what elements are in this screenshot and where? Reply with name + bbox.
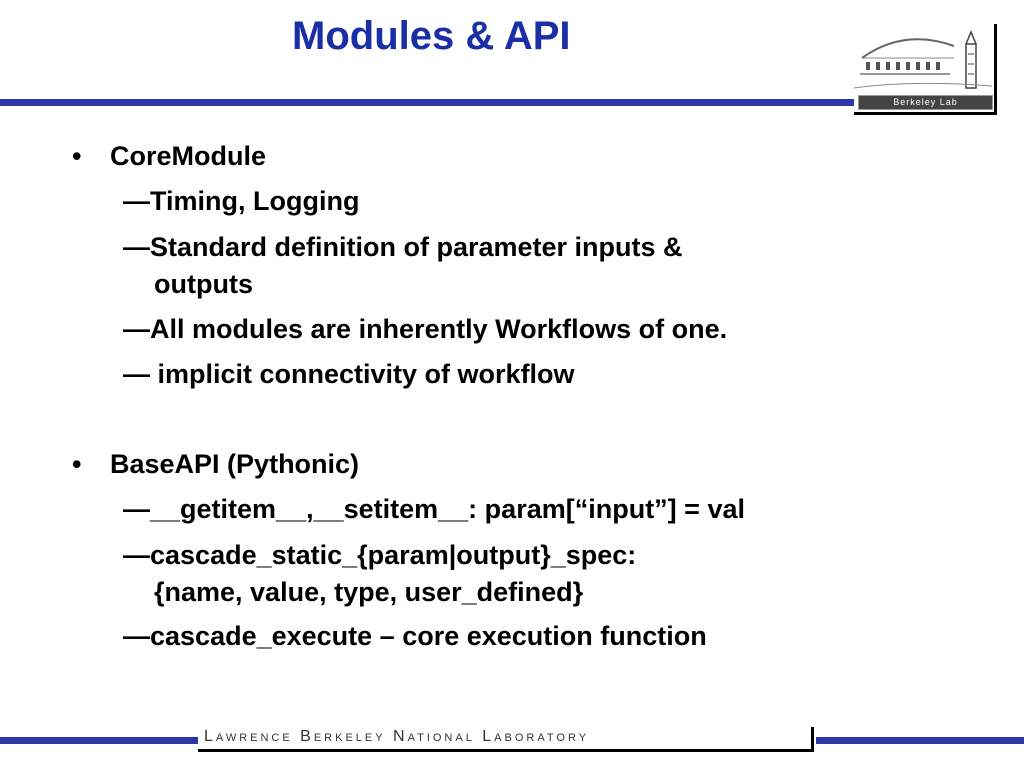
sub-item-continuation: {name, value, type, user_defined} xyxy=(154,577,584,607)
sub-item: —Standard definition of parameter inputs… xyxy=(123,232,683,262)
sub-item: —cascade_static_{param|output}_spec: xyxy=(123,540,637,570)
slide-title: Modules & API xyxy=(292,14,571,58)
sub-item: — implicit connectivity of workflow xyxy=(123,359,575,389)
sub-item: —__getitem__,__setitem__: param[“input”]… xyxy=(123,494,745,524)
bullet-label: BaseAPI (Pythonic) xyxy=(110,449,360,479)
footer-text: Lawrence Berkeley National Laboratory xyxy=(204,728,590,745)
header-rule xyxy=(0,99,858,106)
bullet-icon: • xyxy=(72,141,82,171)
sub-item-continuation: outputs xyxy=(154,269,253,299)
bullet-label: CoreModule xyxy=(110,141,267,171)
footer-rule-left xyxy=(0,737,198,744)
berkeley-lab-building-icon xyxy=(853,30,993,89)
bullet-icon: • xyxy=(72,449,82,479)
logo-text: Berkeley Lab xyxy=(858,95,993,110)
berkeley-lab-logo: Berkeley Lab xyxy=(853,24,998,116)
sub-item: —cascade_execute – core execution functi… xyxy=(123,621,707,651)
sub-item: —Timing, Logging xyxy=(123,186,360,216)
footer-banner: Lawrence Berkeley National Laboratory xyxy=(198,727,814,752)
logo-frame: Berkeley Lab xyxy=(853,24,997,115)
footer-rule-right xyxy=(816,737,1024,744)
sub-item: —All modules are inherently Workflows of… xyxy=(123,314,728,344)
